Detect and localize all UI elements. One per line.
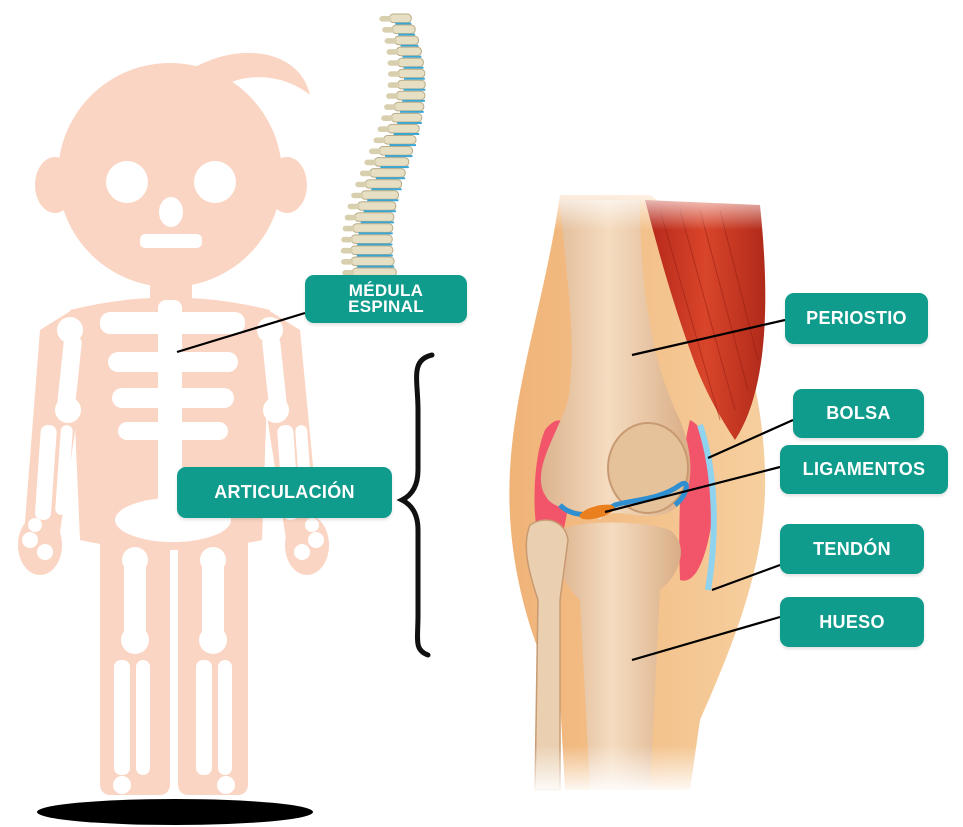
- spinous-process: [355, 182, 367, 188]
- vertebra: [388, 124, 420, 133]
- label-bolsa-text: BOLSA: [826, 403, 891, 424]
- spinous-process: [388, 60, 400, 66]
- spinous-process: [381, 115, 393, 121]
- label-tendon: TENDÓN: [780, 524, 924, 574]
- vertebra: [370, 169, 405, 178]
- spinous-process: [385, 38, 397, 44]
- skeleton-figure: [18, 53, 329, 825]
- spinous-process: [348, 204, 360, 210]
- vertebra: [351, 257, 394, 266]
- vertebra: [392, 25, 415, 34]
- label-hueso-text: HUESO: [819, 612, 885, 633]
- label-medula-espinal: MÉDULA ESPINAL: [305, 275, 467, 323]
- label-articulacion-text: ARTICULACIÓN: [214, 482, 355, 503]
- label-ligamentos-text: LIGAMENTOS: [803, 459, 926, 480]
- vertebra: [351, 235, 392, 244]
- vertebra: [355, 213, 394, 222]
- spinous-process: [388, 82, 400, 88]
- spinous-process: [343, 226, 355, 232]
- spinous-process: [345, 215, 357, 221]
- vertebra: [365, 180, 401, 189]
- label-articulacion: ARTICULACIÓN: [177, 467, 392, 518]
- vertebra: [397, 47, 422, 56]
- vertebra: [361, 191, 398, 200]
- label-hueso: HUESO: [780, 597, 924, 647]
- vertebra: [396, 91, 425, 100]
- spinous-process: [382, 27, 394, 33]
- vertebra: [374, 158, 408, 167]
- curly-brace: [402, 355, 432, 655]
- spinous-process: [369, 149, 381, 155]
- ground-shadow: [37, 799, 313, 825]
- spinous-process: [378, 126, 390, 132]
- vertebra: [351, 246, 393, 255]
- label-ligamentos: LIGAMENTOS: [780, 445, 948, 494]
- label-tendon-text: TENDÓN: [813, 539, 891, 560]
- spinous-process: [387, 49, 399, 55]
- vertebra: [384, 136, 417, 145]
- vertebra: [394, 102, 424, 111]
- spinous-process: [341, 248, 353, 254]
- vertebra: [379, 147, 413, 156]
- spinous-process: [341, 259, 353, 265]
- label-medula-line2: ESPINAL: [348, 299, 424, 315]
- vertebra: [353, 224, 393, 233]
- vertebra: [391, 113, 422, 122]
- spinous-process: [360, 171, 372, 177]
- vertebra: [389, 14, 411, 23]
- label-periostio-text: PERIOSTIO: [806, 308, 907, 329]
- label-periostio: PERIOSTIO: [785, 293, 928, 344]
- spine-illustration: [341, 14, 426, 277]
- spinous-process: [379, 16, 391, 22]
- spinous-process: [386, 93, 398, 99]
- vertebra: [358, 202, 396, 211]
- spinous-process: [341, 237, 353, 243]
- spinous-process: [374, 138, 386, 144]
- knee-joint-illustration: [500, 185, 780, 795]
- vertebra: [398, 58, 424, 67]
- vertebra: [398, 80, 426, 89]
- vertebra: [398, 69, 425, 78]
- spinous-process: [388, 71, 400, 77]
- spinous-process: [351, 193, 363, 199]
- spinous-process: [384, 104, 396, 110]
- label-bolsa: BOLSA: [793, 389, 924, 438]
- spinous-process: [364, 160, 376, 166]
- vertebra: [395, 36, 419, 45]
